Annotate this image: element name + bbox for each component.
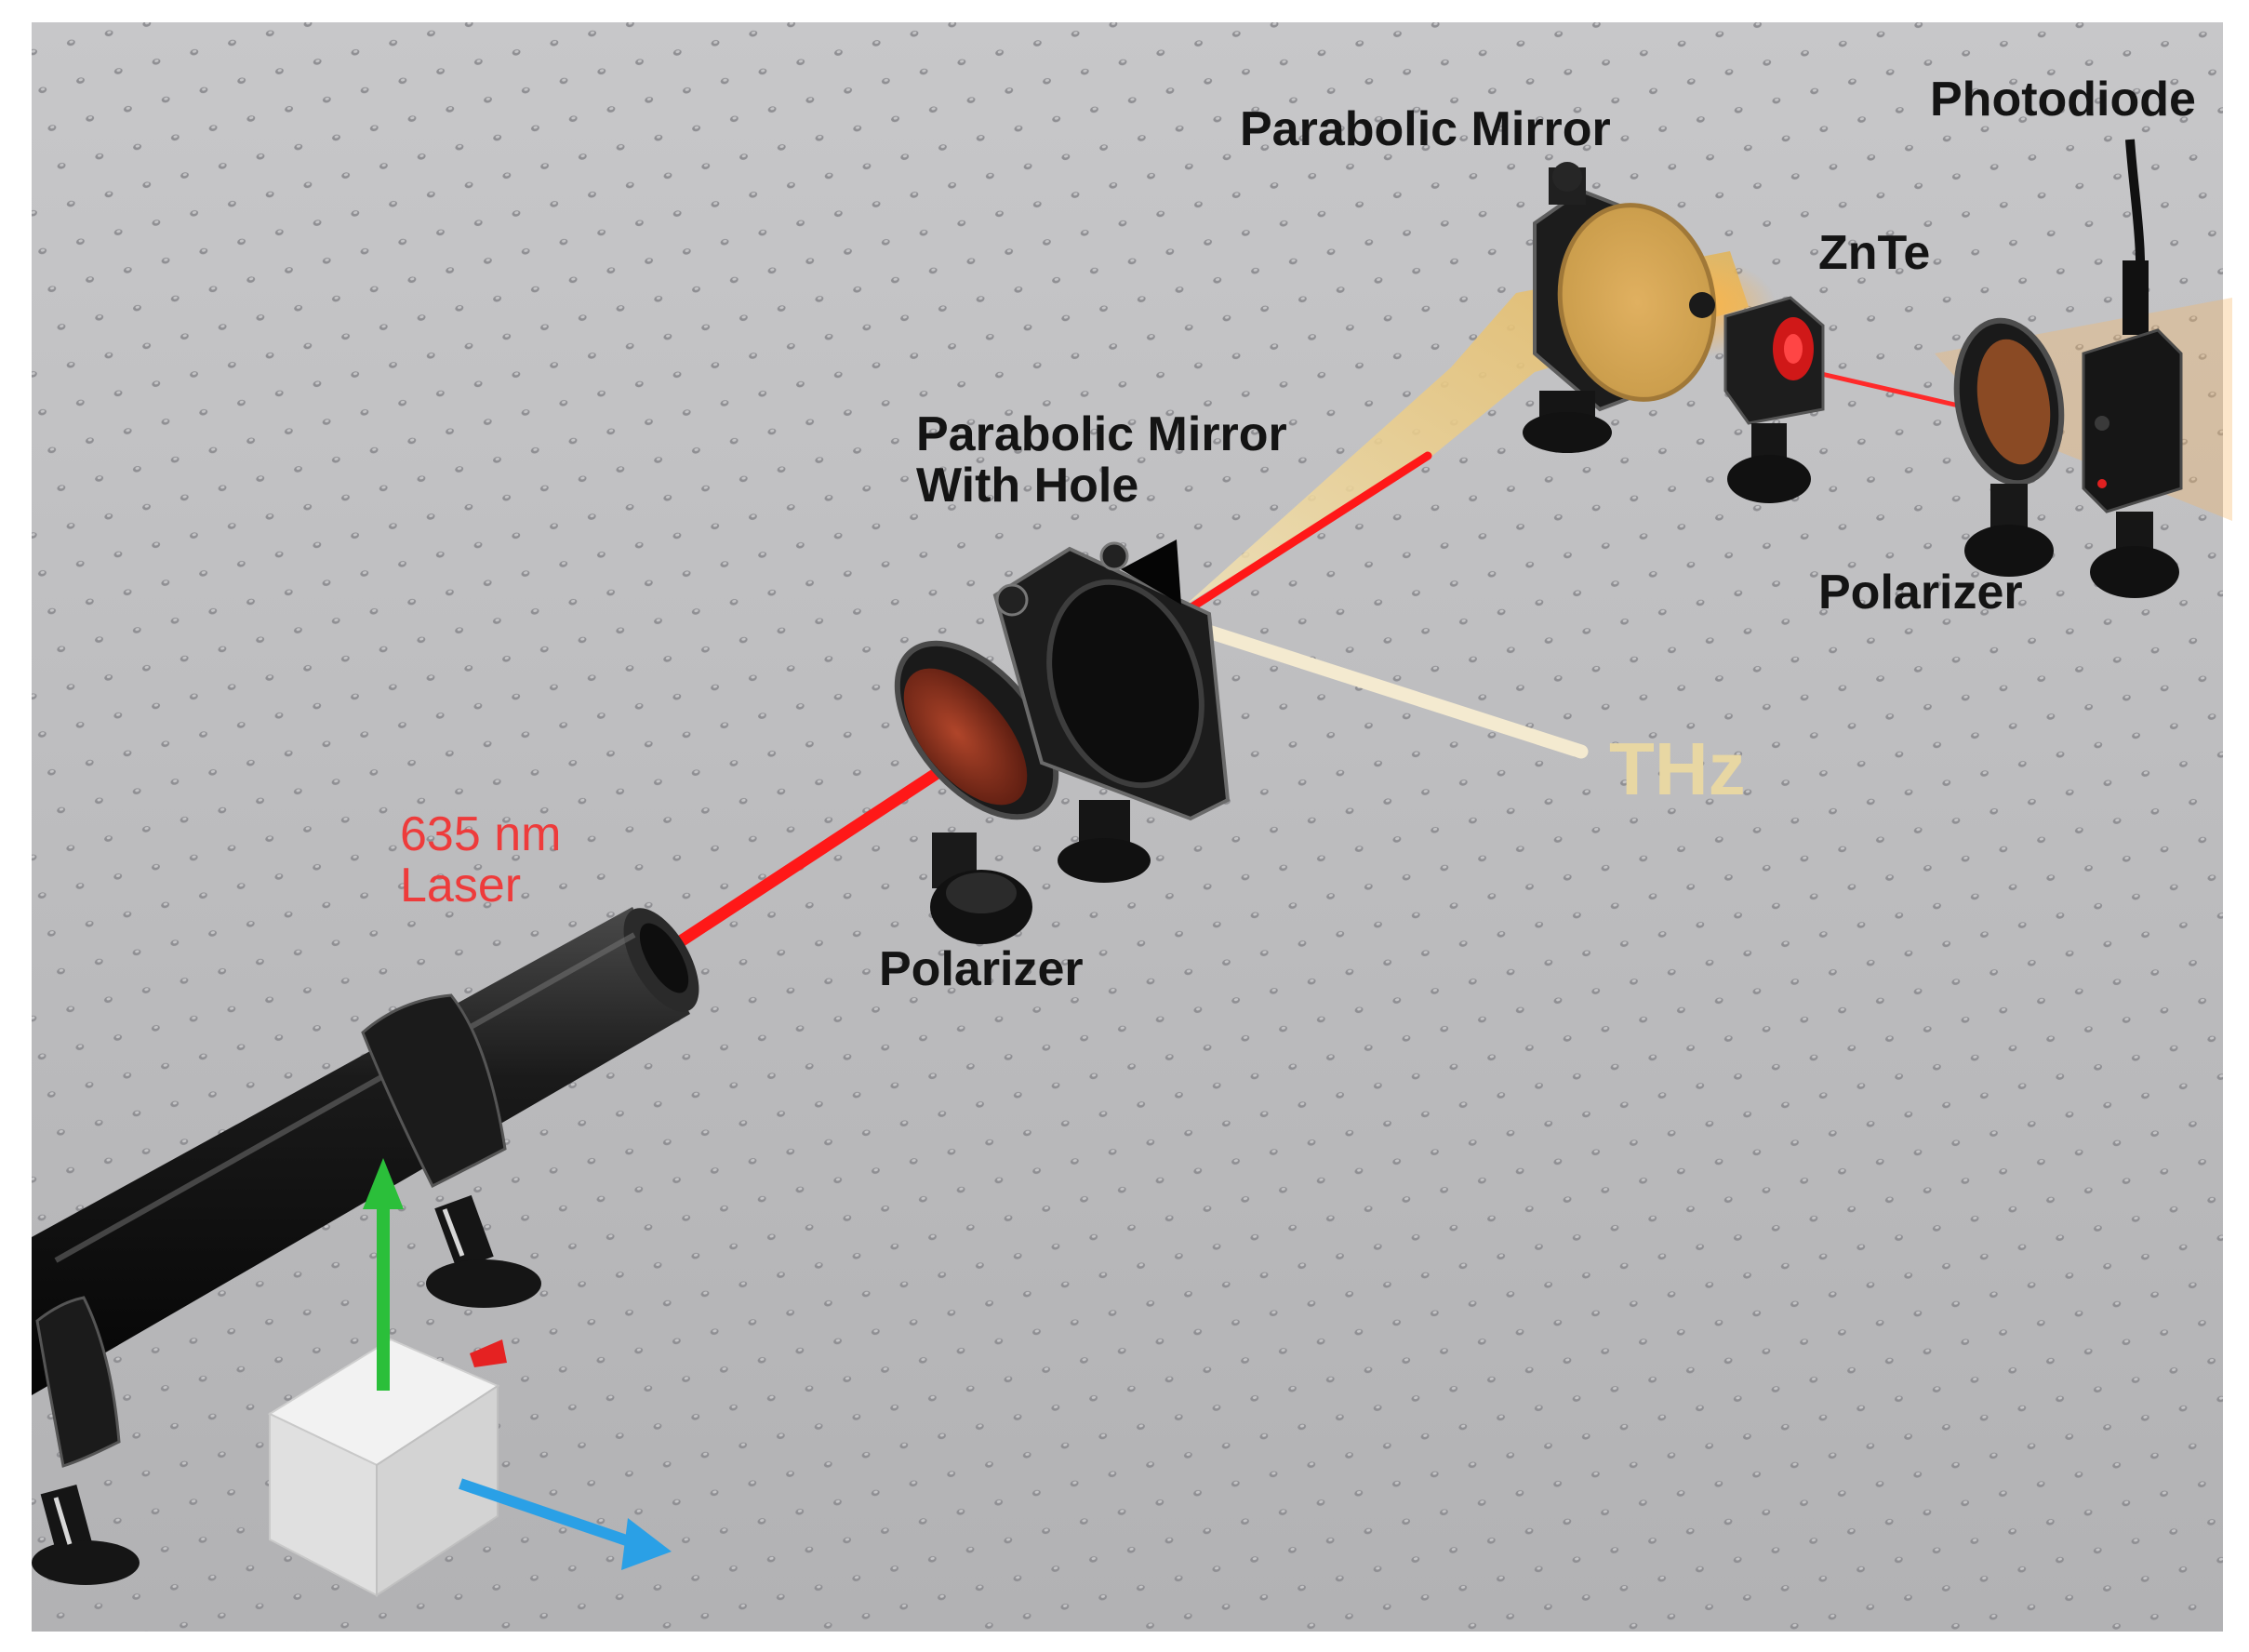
laser-cylinder xyxy=(32,907,699,1585)
label-parabolic-mirror-with-hole-line1: Parabolic Mirror xyxy=(916,407,1287,461)
label-polarizer-right: Polarizer xyxy=(1818,566,2023,620)
probe-laser-beam-upper xyxy=(1184,451,1432,614)
parabolic-mirror-with-hole xyxy=(992,540,1231,883)
label-parabolic-mirror-with-hole: Parabolic Mirror With Hole xyxy=(916,409,1287,511)
label-635nm-laser: 635 nm Laser xyxy=(400,809,561,911)
label-laser-line1: 635 nm xyxy=(400,807,562,861)
label-photodiode: Photodiode xyxy=(1930,73,2196,127)
thz-output-beam xyxy=(1192,621,1589,759)
axis-x-arrow xyxy=(459,1478,672,1570)
label-parabolic-mirror: Parabolic Mirror xyxy=(1240,102,1611,156)
znte-crystal-mount xyxy=(1689,292,1825,503)
photodiode xyxy=(2082,139,2183,598)
label-znte: ZnTe xyxy=(1818,226,1931,280)
axis-z-arrow xyxy=(470,1339,507,1367)
label-thz: THz xyxy=(1609,727,1746,810)
axis-y-arrow xyxy=(363,1158,404,1391)
label-parabolic-mirror-with-hole-line2: With Hole xyxy=(916,458,1139,513)
parabolic-mirror-upper xyxy=(1523,162,1717,453)
label-polarizer-left: Polarizer xyxy=(879,942,1084,996)
polarizer-left xyxy=(894,640,1059,944)
label-laser-line2: Laser xyxy=(400,858,522,913)
polarizer-right xyxy=(1953,317,2065,577)
axis-gizmo xyxy=(267,1338,500,1597)
